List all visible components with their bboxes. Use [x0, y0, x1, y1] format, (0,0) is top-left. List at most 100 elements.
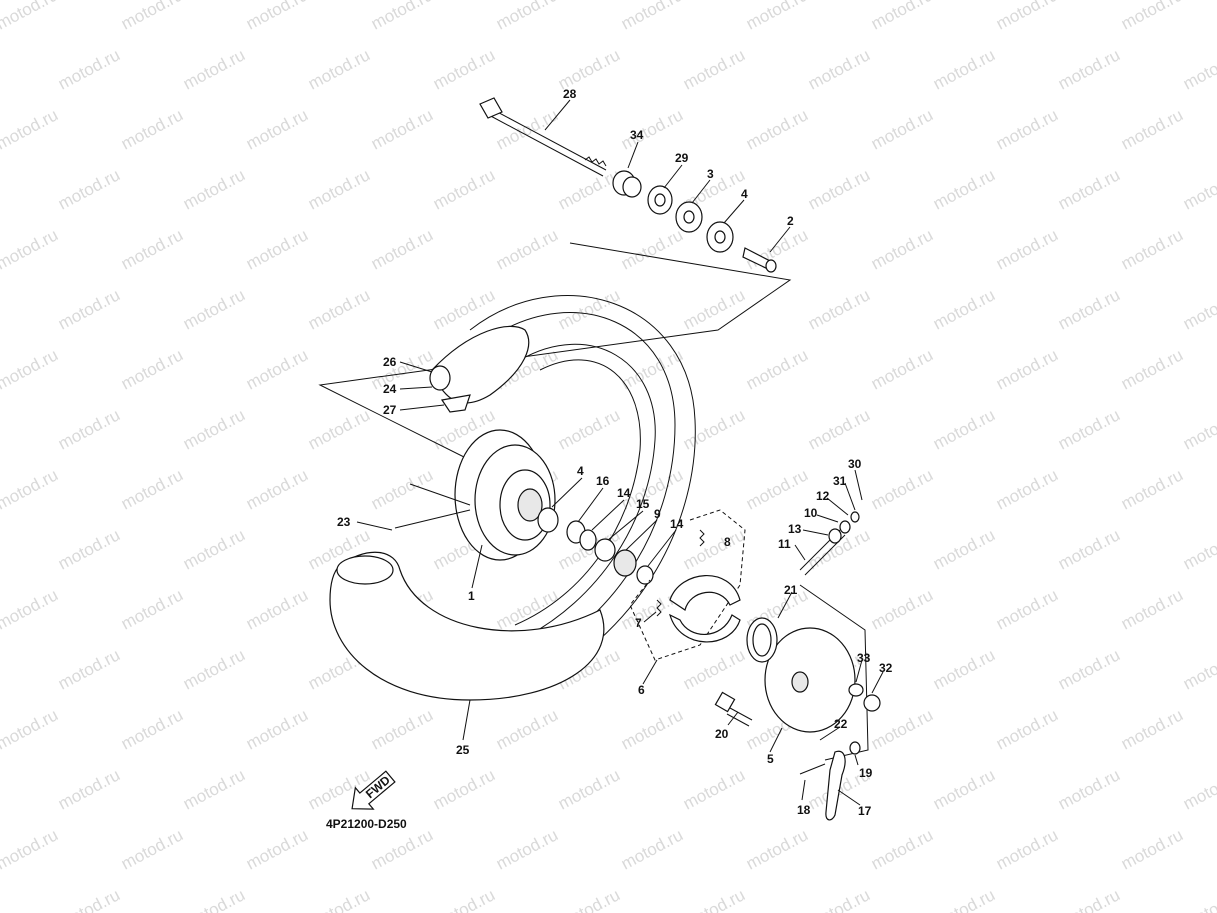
- fwd-arrow-icon: FWD: [351, 770, 396, 810]
- callout-12: 12: [816, 489, 830, 503]
- watermark-text: motod.ru: [1055, 285, 1123, 333]
- watermark-text: motod.ru: [1118, 345, 1186, 393]
- watermark-text: motod.ru: [868, 105, 936, 153]
- brake-shoe-group: [629, 509, 746, 661]
- watermark-text: motod.ru: [805, 405, 873, 453]
- callout-31: 31: [833, 474, 847, 488]
- callout-23: 23: [337, 515, 351, 529]
- callout-4-hub: 4: [577, 464, 584, 478]
- watermark-text: motod.ru: [868, 225, 936, 273]
- spoke-part: [394, 483, 471, 529]
- callout-6: 6: [638, 683, 645, 697]
- watermark-text: motod.ru: [180, 45, 248, 93]
- watermark-text: motod.ru: [1180, 765, 1217, 813]
- watermark-text: motod.ru: [0, 705, 61, 753]
- watermark-text: motod.ru: [618, 0, 686, 34]
- watermark-text: motod.ru: [868, 0, 936, 34]
- washer-part: [848, 683, 864, 697]
- watermark-text: motod.ru: [243, 345, 311, 393]
- nut-part: [863, 694, 881, 712]
- watermark-text: motod.ru: [805, 45, 873, 93]
- watermark-text: motod.ru: [993, 585, 1061, 633]
- axle-part: [479, 97, 607, 177]
- watermark-text: motod.ru: [680, 285, 748, 333]
- callout-11: 11: [778, 537, 791, 551]
- callout-28: 28: [563, 87, 577, 101]
- watermark-text: motod.ru: [180, 765, 248, 813]
- bearing-parts: [647, 185, 777, 273]
- tire-part: [329, 551, 605, 701]
- tube-part: [429, 325, 530, 413]
- watermark-text: motod.ru: [868, 825, 936, 873]
- callout-32: 32: [879, 661, 893, 675]
- watermark-text: motod.ru: [55, 645, 123, 693]
- watermark-text: motod.ru: [243, 105, 311, 153]
- hub-part: [454, 429, 556, 561]
- watermark-text: motod.ru: [930, 525, 998, 573]
- watermark-text: motod.ru: [0, 465, 61, 513]
- watermark-text: motod.ru: [1118, 225, 1186, 273]
- callout-29: 29: [675, 151, 689, 165]
- watermark-text: motod.ru: [993, 705, 1061, 753]
- callout-10: 10: [804, 506, 818, 520]
- watermark-text: motod.ru: [1180, 45, 1217, 93]
- watermark-text: motod.ru: [243, 825, 311, 873]
- brake-arm-part: [799, 741, 861, 821]
- bolt-part: [714, 691, 753, 727]
- watermark-text: motod.ru: [118, 705, 186, 753]
- watermark-text: motod.ru: [618, 825, 686, 873]
- watermark-text: motod.ru: [743, 345, 811, 393]
- watermark-text: motod.ru: [930, 645, 998, 693]
- watermark-text: motod.ru: [430, 765, 498, 813]
- watermark-text: motod.ru: [1118, 0, 1186, 34]
- watermark-text: motod.ru: [680, 405, 748, 453]
- watermark-text: motod.ru: [180, 405, 248, 453]
- watermark-text: motod.ru: [1055, 525, 1123, 573]
- camshaft-part: [799, 511, 860, 576]
- callout-26: 26: [383, 355, 397, 369]
- callout-5: 5: [767, 752, 774, 766]
- callout-3: 3: [707, 167, 714, 181]
- watermark-text: motod.ru: [1118, 105, 1186, 153]
- watermark-text: motod.ru: [618, 225, 686, 273]
- watermark-text: motod.ru: [805, 885, 873, 913]
- callout-20: 20: [715, 727, 729, 741]
- watermark-text: motod.ru: [118, 105, 186, 153]
- watermark-text: motod.ru: [1055, 165, 1123, 213]
- watermark-text: motod.ru: [1055, 405, 1123, 453]
- diagram-code: 4P21200-D250: [326, 817, 407, 831]
- watermark-text: motod.ru: [805, 165, 873, 213]
- callout-7: 7: [635, 616, 642, 630]
- watermark-text: motod.ru: [1118, 825, 1186, 873]
- collar-part: [612, 170, 642, 198]
- watermark-text: motod.ru: [555, 405, 623, 453]
- watermark-text: motod.ru: [805, 285, 873, 333]
- watermark-text: motod.ru: [1180, 645, 1217, 693]
- callout-14-left: 14: [617, 486, 631, 500]
- watermark-text: motod.ru: [743, 0, 811, 34]
- watermark-text: motod.ru: [118, 825, 186, 873]
- callout-14-right: 14: [670, 517, 684, 531]
- watermark-text: motod.ru: [243, 225, 311, 273]
- watermark-text: motod.ru: [305, 45, 373, 93]
- watermark-text: motod.ru: [243, 465, 311, 513]
- watermark-text: motod.ru: [0, 105, 61, 153]
- leader-lines: [356, 99, 884, 806]
- watermark-text: motod.ru: [0, 345, 61, 393]
- watermark-text: motod.ru: [493, 225, 561, 273]
- hub-small-parts: [537, 507, 654, 585]
- watermark-text: motod.ru: [868, 585, 936, 633]
- watermark-text: motod.ru: [430, 45, 498, 93]
- watermark-text: motod.ru: [993, 345, 1061, 393]
- callout-15: 15: [636, 497, 650, 511]
- watermark-text: motod.ru: [680, 885, 748, 913]
- watermark-text: motod.ru: [680, 45, 748, 93]
- watermark-text: motod.ru: [743, 225, 811, 273]
- watermark-text: motod.ru: [1180, 285, 1217, 333]
- watermark-text: motod.ru: [55, 165, 123, 213]
- watermark-text: motod.ru: [993, 465, 1061, 513]
- watermark-text: motod.ru: [305, 285, 373, 333]
- watermark-text: motod.ru: [368, 0, 436, 34]
- watermark-text: motod.ru: [305, 885, 373, 913]
- watermark-text: motod.ru: [1055, 645, 1123, 693]
